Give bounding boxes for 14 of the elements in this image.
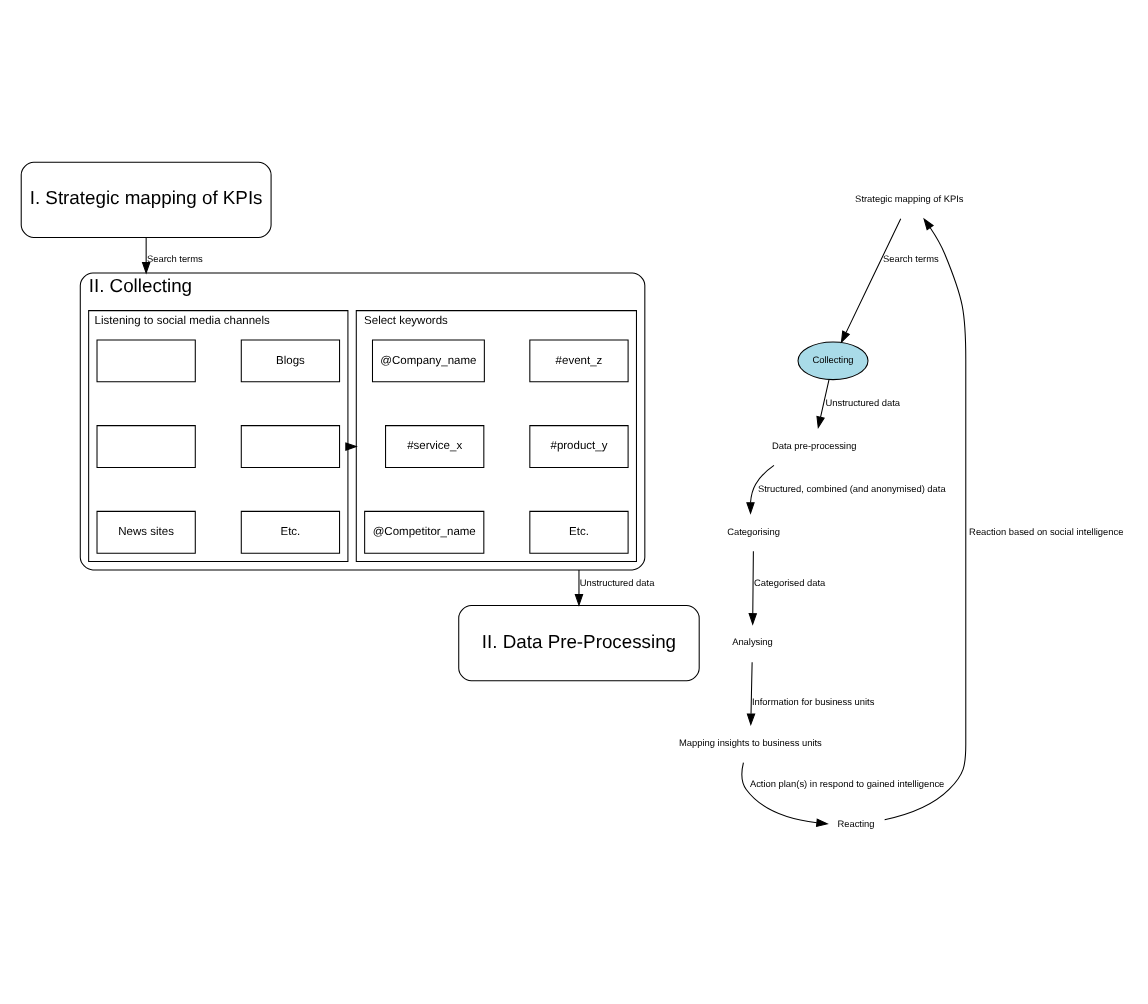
arrow — [741, 761, 829, 827]
arrow — [840, 217, 902, 343]
node-box — [96, 338, 196, 382]
node-box: II. Data Pre-Processing — [458, 603, 700, 681]
arrow — [748, 549, 758, 625]
arrow — [574, 568, 584, 606]
node-box — [96, 424, 196, 467]
arrow — [746, 463, 775, 514]
arrow — [746, 660, 756, 726]
arrow — [884, 216, 967, 820]
arrow — [141, 236, 151, 274]
node-box: I. Strategic mapping of KPIs — [20, 160, 272, 237]
node-box — [240, 424, 341, 467]
arrow — [816, 378, 830, 429]
